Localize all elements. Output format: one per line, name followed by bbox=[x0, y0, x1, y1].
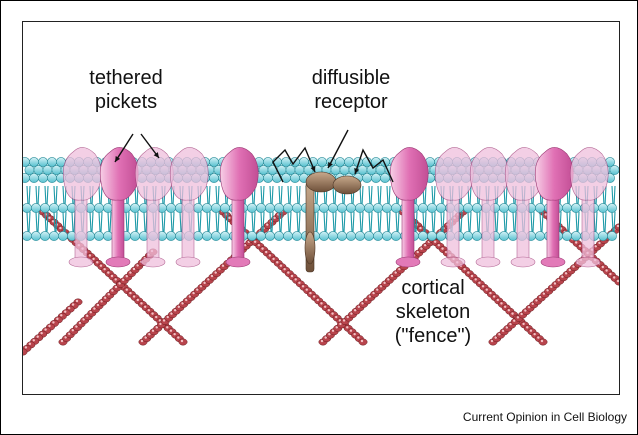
receptor-head-right bbox=[333, 176, 361, 194]
diffusible-receptor-label: diffusible receptor bbox=[296, 66, 406, 114]
cortical-skeleton-label: cortical skeleton ("fence") bbox=[378, 276, 488, 348]
receptor-domain bbox=[305, 232, 315, 264]
receptor-head-left bbox=[306, 172, 336, 192]
diagram-panel: tethered pickets diffusible receptor cor… bbox=[22, 21, 620, 395]
actin-filament bbox=[139, 209, 287, 345]
tethered-pickets-label: tethered pickets bbox=[71, 66, 181, 114]
journal-credit: Current Opinion in Cell Biology bbox=[463, 410, 627, 424]
